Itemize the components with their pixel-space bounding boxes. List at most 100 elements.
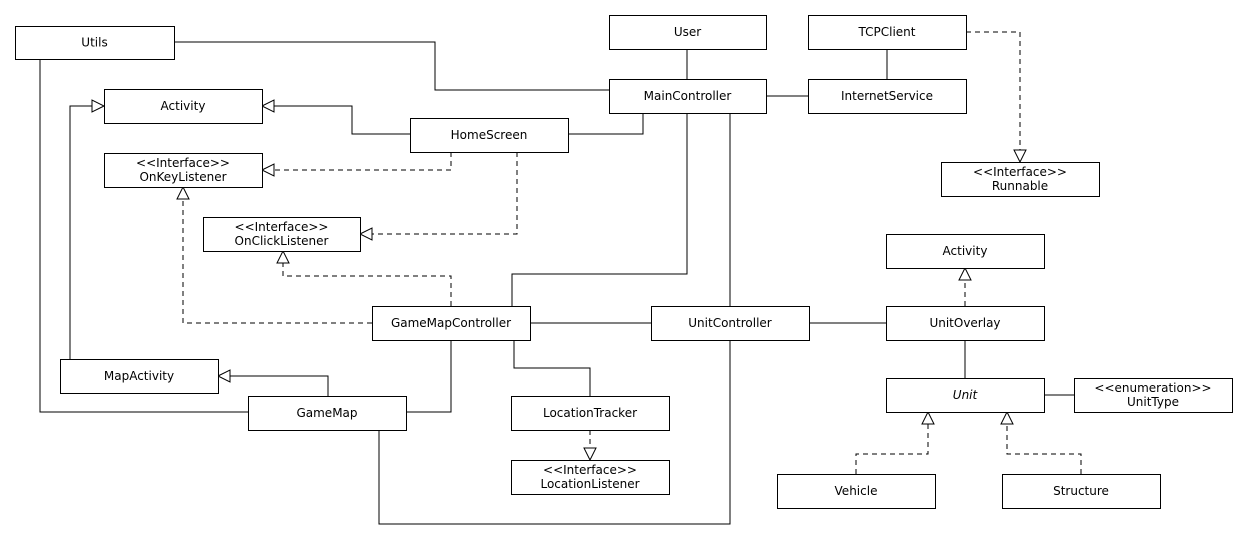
- class-name-label: Activity: [161, 99, 206, 113]
- class-name-label: LocationListener: [540, 477, 639, 491]
- class-name-label: Activity: [943, 244, 988, 258]
- class-name-label: Structure: [1053, 484, 1109, 498]
- realization-line: [282, 251, 452, 306]
- association-line: [513, 340, 591, 396]
- realization-line: [1006, 412, 1082, 474]
- hollow-triangle-arrowhead: [260, 99, 275, 113]
- class-box-on-click-listener: <<Interface>>OnClickListener: [203, 217, 361, 252]
- hollow-triangle-arrowhead: [358, 227, 373, 241]
- relationship-utils-to-game-map: [39, 59, 248, 413]
- realization-line: [855, 412, 929, 474]
- association-line: [511, 113, 688, 306]
- class-name-label: UnitController: [688, 316, 772, 330]
- relationship-game-map-controller-to-on-key-listener: [176, 185, 372, 324]
- relationship-game-map-to-map-activity: [216, 369, 329, 396]
- class-box-border: [941, 162, 1100, 197]
- class-box-border: [372, 306, 531, 341]
- class-box-internet-service: InternetService: [808, 79, 967, 114]
- relationship-game-map-controller-to-game-map: [406, 340, 452, 413]
- class-box-game-map: GameMap: [248, 396, 407, 431]
- class-box-border: [104, 89, 263, 124]
- class-box-tcp-client: TCPClient: [808, 15, 967, 50]
- class-box-border: [609, 15, 767, 50]
- relationship-home-screen-to-main-controller: [568, 113, 644, 135]
- stereotype-label: <<Interface>>: [973, 165, 1067, 179]
- class-box-location-listener: <<Interface>>LocationListener: [511, 460, 670, 495]
- class-name-label: InternetService: [841, 89, 933, 103]
- class-box-home-screen: HomeScreen: [410, 118, 569, 153]
- class-box-border: [1002, 474, 1161, 509]
- stereotype-label: <<Interface>>: [543, 463, 637, 477]
- hollow-triangle-arrowhead: [1013, 149, 1027, 164]
- class-box-user: User: [609, 15, 767, 50]
- class-box-unit-type: <<enumeration>>UnitType: [1074, 378, 1233, 413]
- class-box-border: [886, 306, 1045, 341]
- class-box-unit-controller: UnitController: [651, 306, 810, 341]
- stereotype-label: <<Interface>>: [235, 220, 329, 234]
- class-box-border: [60, 359, 219, 394]
- stereotype-label: <<enumeration>>: [1094, 381, 1211, 395]
- stereotype-label: <<Interface>>: [136, 156, 230, 170]
- association-line: [568, 113, 644, 135]
- relationship-structure-to-unit: [1000, 410, 1082, 474]
- hollow-triangle-arrowhead: [583, 447, 597, 462]
- class-name-label: UnitType: [1127, 395, 1179, 409]
- class-box-border: [410, 118, 569, 153]
- class-name-label: GameMap: [296, 406, 357, 420]
- relationship-utils-to-main-controller: [174, 41, 609, 91]
- realization-line: [182, 187, 372, 324]
- class-box-activity-main: Activity: [104, 89, 263, 124]
- hollow-triangle-arrowhead: [216, 369, 231, 383]
- class-name-label: UnitOverlay: [929, 316, 1000, 330]
- relationship-game-map-to-unit-controller: [378, 340, 731, 525]
- generalization-line: [69, 105, 104, 359]
- class-name-label: User: [674, 25, 701, 39]
- realization-line: [262, 152, 452, 171]
- hollow-triangle-arrowhead: [260, 163, 275, 177]
- class-box-location-tracker: LocationTracker: [511, 396, 670, 431]
- relationship-home-screen-to-on-click-listener: [358, 152, 518, 241]
- class-box-border: [808, 79, 967, 114]
- class-box-on-key-listener: <<Interface>>OnKeyListener: [104, 153, 263, 188]
- association-line: [39, 59, 248, 413]
- relationship-location-tracker-to-location-listener: [583, 430, 597, 462]
- hollow-triangle-arrowhead: [276, 249, 290, 264]
- class-name-label: HomeScreen: [451, 128, 528, 142]
- hollow-triangle-arrowhead: [921, 410, 935, 425]
- relationship-map-activity-to-activity-main: [69, 99, 106, 359]
- relationship-home-screen-to-on-key-listener: [260, 152, 452, 177]
- class-box-game-map-controller: GameMapController: [372, 306, 531, 341]
- class-box-vehicle: Vehicle: [777, 474, 936, 509]
- class-box-border: [511, 396, 670, 431]
- class-box-utils: Utils: [15, 26, 175, 60]
- class-box-unit: Unit: [886, 378, 1045, 413]
- generalization-line: [262, 105, 410, 135]
- class-box-main-controller: MainController: [609, 79, 767, 114]
- class-name-label: MainController: [644, 89, 732, 103]
- class-box-border: [511, 460, 670, 495]
- class-box-activity-overlay: Activity: [886, 234, 1045, 269]
- class-name-label: Runnable: [992, 179, 1048, 193]
- relationship-unit-overlay-to-activity-overlay: [958, 266, 972, 306]
- relationship-game-map-controller-to-on-click-listener: [276, 249, 452, 306]
- relationship-game-map-controller-to-location-tracker: [513, 340, 591, 396]
- hollow-triangle-arrowhead: [91, 99, 106, 113]
- class-box-structure: Structure: [1002, 474, 1161, 509]
- association-line: [174, 41, 609, 91]
- realization-line: [966, 31, 1021, 162]
- class-box-map-activity: MapActivity: [60, 359, 219, 394]
- association-line: [406, 340, 452, 413]
- class-name-label: GameMapController: [391, 316, 511, 330]
- hollow-triangle-arrowhead: [1000, 410, 1014, 425]
- class-box-border: [15, 26, 175, 60]
- relationship-vehicle-to-unit: [855, 410, 935, 474]
- association-line: [378, 340, 731, 525]
- relationship-home-screen-to-activity-main: [260, 99, 410, 135]
- class-box-border: [651, 306, 810, 341]
- class-name-label: LocationTracker: [543, 406, 637, 420]
- class-name-label: Utils: [81, 36, 107, 50]
- class-box-unit-overlay: UnitOverlay: [886, 306, 1045, 341]
- class-name-label: OnKeyListener: [139, 170, 226, 184]
- generalization-line: [218, 375, 329, 396]
- class-box-border: [609, 79, 767, 114]
